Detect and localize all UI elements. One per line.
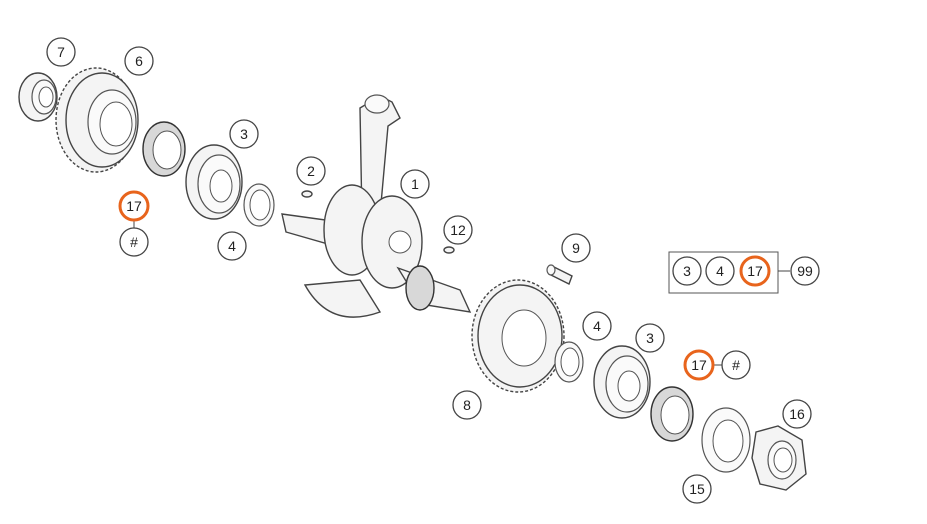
callout-hash: # — [119, 227, 149, 257]
svg-text:3: 3 — [240, 126, 248, 142]
part-6-gear — [55, 67, 139, 173]
part-8-sprocket — [471, 279, 565, 393]
part-9-pin — [546, 264, 573, 285]
svg-text:15: 15 — [689, 481, 705, 497]
kit-callout-4: 4 — [705, 256, 735, 286]
svg-text:12: 12 — [450, 222, 466, 238]
callout-6: 6 — [124, 46, 154, 76]
svg-text:17: 17 — [691, 357, 707, 373]
callout-12: 12 — [443, 215, 473, 245]
callout-15: 15 — [682, 474, 712, 504]
part-7-nut — [18, 72, 58, 122]
callout-1: 1 — [400, 169, 430, 199]
part-17-seal-left — [142, 121, 186, 177]
svg-text:17: 17 — [126, 198, 142, 214]
callout-2: 2 — [296, 156, 326, 186]
part-17-seal-right — [650, 386, 694, 442]
callout-hash: # — [721, 350, 751, 380]
svg-text:1: 1 — [411, 176, 419, 192]
part-12-key — [443, 246, 455, 254]
callout-99: 99 — [790, 256, 820, 286]
part-16-nut — [751, 425, 807, 491]
part-4-washer-right — [554, 341, 584, 383]
callout-4: 4 — [582, 311, 612, 341]
part-4-washer-left — [243, 183, 275, 227]
callout-17-highlighted: 17 — [118, 190, 150, 222]
part-3-bearing-left — [185, 144, 243, 220]
svg-text:3: 3 — [683, 263, 691, 279]
kit-callout-17-highlighted: 17 — [739, 255, 771, 287]
svg-text:#: # — [130, 234, 138, 250]
part-1-crankshaft — [281, 94, 472, 318]
svg-text:#: # — [732, 357, 740, 373]
callout-4: 4 — [217, 231, 247, 261]
svg-text:4: 4 — [228, 238, 236, 254]
callout-3: 3 — [229, 119, 259, 149]
svg-text:16: 16 — [789, 406, 805, 422]
callout-16: 16 — [782, 399, 812, 429]
svg-text:99: 99 — [797, 263, 813, 279]
callout-8: 8 — [452, 390, 482, 420]
part-2-key — [301, 190, 313, 198]
svg-text:7: 7 — [57, 44, 65, 60]
part-15-washer — [701, 407, 751, 473]
kit-box — [668, 251, 779, 294]
svg-text:6: 6 — [135, 53, 143, 69]
callout-3: 3 — [635, 323, 665, 353]
svg-text:17: 17 — [747, 263, 763, 279]
svg-text:4: 4 — [593, 318, 601, 334]
svg-text:4: 4 — [716, 263, 724, 279]
svg-text:9: 9 — [572, 240, 580, 256]
callout-7: 7 — [46, 37, 76, 67]
svg-text:3: 3 — [646, 330, 654, 346]
svg-text:2: 2 — [307, 163, 315, 179]
callout-17-highlighted: 17 — [683, 349, 715, 381]
callout-9: 9 — [561, 233, 591, 263]
svg-text:8: 8 — [463, 397, 471, 413]
part-3-bearing-right — [593, 345, 651, 419]
kit-callout-3: 3 — [672, 256, 702, 286]
